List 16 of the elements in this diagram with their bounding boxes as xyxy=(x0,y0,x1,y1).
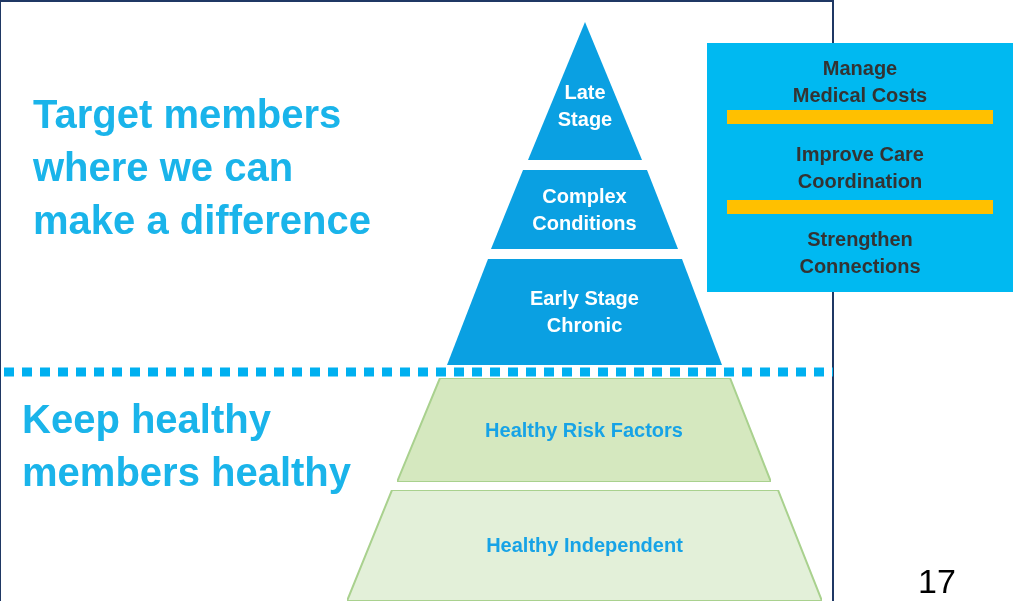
heading-text: Keep healthy members healthy xyxy=(22,396,353,496)
tier-label: Early Stage Chronic xyxy=(529,286,640,338)
goal-text: Strengthen Connections xyxy=(798,227,922,279)
page-number: 17 xyxy=(918,562,956,601)
pyramid-tier xyxy=(397,378,771,482)
pyramid-tier xyxy=(447,259,722,365)
goals-panel xyxy=(707,43,1013,292)
tier-label: Healthy Risk Factors xyxy=(485,417,683,443)
goal-text: Manage Medical Costs xyxy=(791,56,929,108)
goal-text: Improve Care Coordination xyxy=(795,142,925,194)
tier-label: Complex Conditions xyxy=(531,183,638,236)
heading-text: Target members where we can make a difference xyxy=(33,91,372,244)
tier-label: Healthy Independent xyxy=(486,533,683,558)
tier-label: Late Stage xyxy=(556,80,614,132)
pyramid-tier xyxy=(491,170,678,249)
pyramid-tier xyxy=(528,22,642,160)
